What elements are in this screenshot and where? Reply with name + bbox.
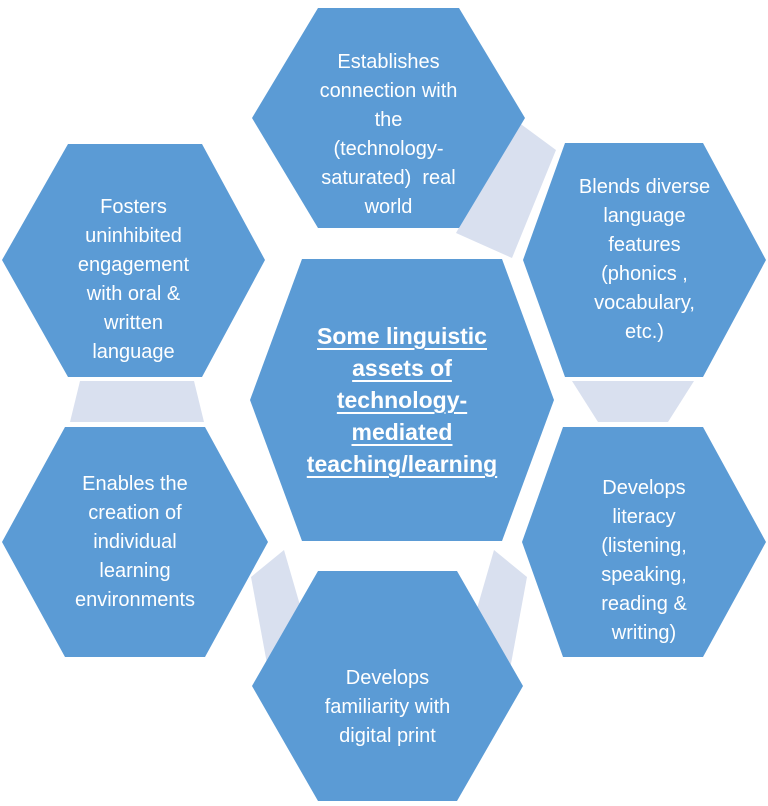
hexagon-center-title: Some linguistic assets of technology- me… [306,323,498,477]
connector-bottom-left-to-top-left [70,381,204,422]
hexagon-bottom-right-label: Develops literacy (listening, speaking, … [601,477,687,644]
hexagon-top-left-label: Fosters uninhibited engagement with oral… [77,195,190,363]
hexagon-bottom-left-label: Enables the creation of individual learn… [74,472,196,611]
hexagon-center: Some linguistic assets of technology- me… [250,259,554,541]
hexagon-top-right-label: Blends diverse language features (phonic… [578,176,711,343]
hexagon-bottom: Develops familiarity with digital print [252,571,523,801]
hexagon-bottom-label: Develops familiarity with digital print [324,666,451,747]
hexagon-top-right: Blends diverse language features (phonic… [523,143,766,377]
hexagon-bottom-right: Develops literacy (listening, speaking, … [522,427,766,657]
hexagon-top-left: Fosters uninhibited engagement with oral… [2,144,265,377]
hexagon-top: Establishes connection with the (technol… [252,8,525,228]
hexagon-bottom-left: Enables the creation of individual learn… [2,427,268,657]
connector-top-right-to-bottom-right [572,381,694,422]
hexagon-top-label: Establishes connection with the (technol… [319,51,458,218]
